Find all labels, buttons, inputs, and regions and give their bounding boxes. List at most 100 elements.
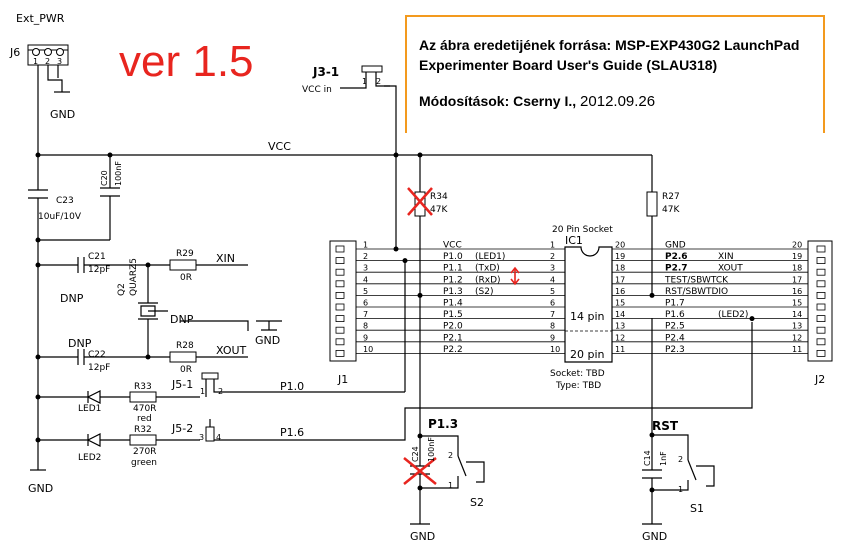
- ic-pin-number-left: 4: [550, 275, 555, 284]
- c20-name: C20: [100, 170, 109, 186]
- ic-pin-number-left: 3: [550, 264, 555, 273]
- r29-name: R29: [176, 249, 194, 259]
- left-pin-signal: VCC: [443, 241, 462, 251]
- s2-pin-2: 2: [448, 451, 453, 460]
- right-pin-signal: P2.3: [665, 345, 685, 355]
- j2-pin: [816, 303, 826, 311]
- j1-pin: [335, 338, 345, 346]
- left-pin-alt: (RxD): [475, 275, 501, 285]
- dnp-label-left: DNP: [60, 292, 84, 305]
- j3-pin-2: 2: [376, 77, 381, 86]
- s1-pin-1: 1: [678, 485, 683, 494]
- j1-pin-number: 1: [363, 241, 368, 250]
- c23-value: 10uF/10V: [38, 212, 82, 222]
- j3-1-label: J3-1: [312, 65, 339, 79]
- c23-name: C23: [56, 196, 74, 206]
- r34-value: 47K: [430, 205, 448, 215]
- gnd-label-left: GND: [28, 482, 53, 495]
- left-pin-alt: (TxD): [475, 264, 500, 274]
- j2-pin-number: 16: [792, 287, 802, 296]
- ic-pin-number-left: 9: [550, 333, 555, 342]
- left-pin-signal: P1.4: [443, 299, 463, 309]
- j2-pin-number: 15: [792, 299, 802, 308]
- j1-pin-number: 6: [363, 299, 368, 308]
- junction-dot: [749, 316, 755, 322]
- j2-pin: [816, 268, 826, 276]
- p1-6-net-label: P1.6: [280, 426, 304, 439]
- j2-label: J2: [814, 373, 825, 386]
- c14-value: 1nF: [659, 451, 668, 466]
- left-pin-signal: P1.5: [443, 310, 463, 320]
- c22-value: 12pF: [88, 363, 110, 373]
- j1-pin: [335, 280, 345, 288]
- r32-value: 270R: [133, 447, 156, 457]
- modification-author: Módosítások: Cserny I.,: [419, 93, 577, 109]
- junction-dot: [402, 258, 408, 264]
- ic-pin-number-right: 15: [615, 299, 625, 308]
- rst-button-label: RST: [652, 419, 679, 433]
- right-pin-signal: P2.5: [665, 322, 685, 332]
- ic-pin-number-right: 13: [615, 322, 625, 331]
- j1-pin: [335, 291, 345, 299]
- right-pin-signal: P2.6: [665, 252, 688, 262]
- j1-pin-number: 10: [363, 345, 373, 354]
- j2-pin-number: 14: [792, 310, 802, 319]
- dnp-label-crystal: DNP: [170, 313, 194, 326]
- j2-pin: [816, 349, 826, 357]
- c20-value: 100nF: [114, 161, 123, 186]
- j2-pin-number: 17: [792, 275, 802, 284]
- dnp-label-c22: DNP: [68, 337, 92, 350]
- r27-value: 47K: [662, 205, 680, 215]
- right-pin-signal: P1.7: [665, 299, 685, 309]
- c14-name: C14: [643, 450, 652, 466]
- vcc-in-label: VCC in: [302, 85, 332, 95]
- j1-pin: [335, 303, 345, 311]
- left-pin-signal: P1.1: [443, 264, 463, 274]
- right-pin-alt: XOUT: [718, 264, 743, 274]
- j6-header: 1 2 3: [27, 44, 69, 66]
- left-pin-signal: P1.3: [443, 287, 463, 297]
- led1-label: LED1: [78, 404, 101, 414]
- j5-1-pin1: 1: [200, 387, 205, 396]
- j2-pin-group: [816, 245, 826, 357]
- p1-3-button-label: P1.3: [428, 417, 458, 431]
- j2-pin: [816, 245, 826, 253]
- led2-label: LED2: [78, 453, 101, 463]
- junction-dot: [393, 246, 399, 252]
- right-pin-signal: P1.6: [665, 310, 685, 320]
- c24-name: C24: [411, 446, 420, 462]
- q2-label: Q2: [117, 283, 127, 296]
- gnd-label-s2: GND: [410, 530, 435, 543]
- j1-pin-group: [335, 245, 345, 357]
- j1-pin: [335, 349, 345, 357]
- left-pin-signal: P2.2: [443, 345, 463, 355]
- junction-dot: [649, 292, 655, 298]
- right-pin-signal: TEST/SBWTCK: [664, 275, 729, 285]
- s2-pin-1: 1: [448, 481, 453, 490]
- ic-pin-number-right: 11: [615, 345, 625, 354]
- r28-value: 0R: [180, 365, 192, 375]
- type-tbd: Type: TBD: [555, 381, 601, 391]
- j2-pin: [816, 280, 826, 288]
- s2-label: S2: [470, 496, 484, 509]
- source-info-box: Az ábra eredetijének forrása: MSP-EXP430…: [405, 15, 825, 133]
- gnd-label-j6: GND: [50, 108, 75, 121]
- ic-pin-number-left: 5: [550, 287, 555, 296]
- source-line-2: Experimenter Board User's Guide (SLAU318…: [419, 57, 718, 73]
- r33-name: R33: [134, 382, 152, 392]
- vcc-label: VCC: [268, 140, 291, 153]
- gnd-label-crystal: GND: [255, 334, 280, 347]
- modification-date: 2012.09.26: [580, 93, 656, 110]
- j2-pin-number: 13: [792, 322, 802, 331]
- j2-pin-number: 19: [792, 252, 802, 261]
- j1-pin: [335, 257, 345, 265]
- r27-name: R27: [662, 192, 680, 202]
- j1-pin: [335, 326, 345, 334]
- j1-pin-number: 8: [363, 322, 368, 331]
- ic-pin-number-right: 19: [615, 252, 625, 261]
- c21-value: 12pF: [88, 265, 110, 275]
- j3-pin-1: 1: [362, 77, 367, 86]
- ic-pin-number-right: 18: [615, 264, 625, 273]
- j6-pin-3: 3: [57, 57, 62, 66]
- j2-pin: [816, 291, 826, 299]
